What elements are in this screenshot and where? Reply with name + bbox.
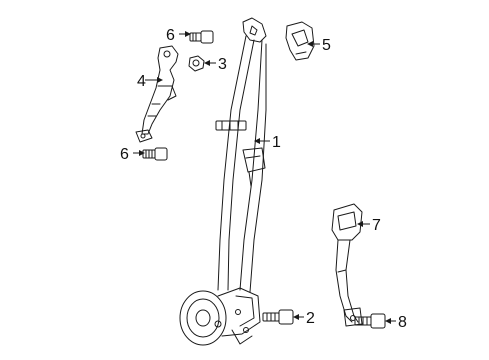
- bolt-lower: [142, 147, 168, 161]
- seat-belt-assembly: [179, 17, 267, 346]
- callout-1: 1: [272, 134, 281, 151]
- bolt-upper: [189, 30, 214, 44]
- callout-3: 3: [218, 56, 227, 73]
- callout-6b: 6: [120, 146, 129, 163]
- height-adjuster: [135, 45, 179, 143]
- callout-7: 7: [372, 217, 381, 234]
- nut: [188, 55, 205, 72]
- buckle-assembly: [331, 203, 363, 327]
- callout-4: 4: [137, 73, 146, 90]
- callout-8: 8: [398, 314, 407, 331]
- callout-6a: 6: [166, 27, 175, 44]
- upper-trim-cover: [285, 21, 315, 61]
- bolt-buckle: [354, 313, 386, 329]
- callout-5: 5: [322, 37, 331, 54]
- bolt-retractor: [262, 309, 294, 325]
- callout-2: 2: [306, 310, 315, 327]
